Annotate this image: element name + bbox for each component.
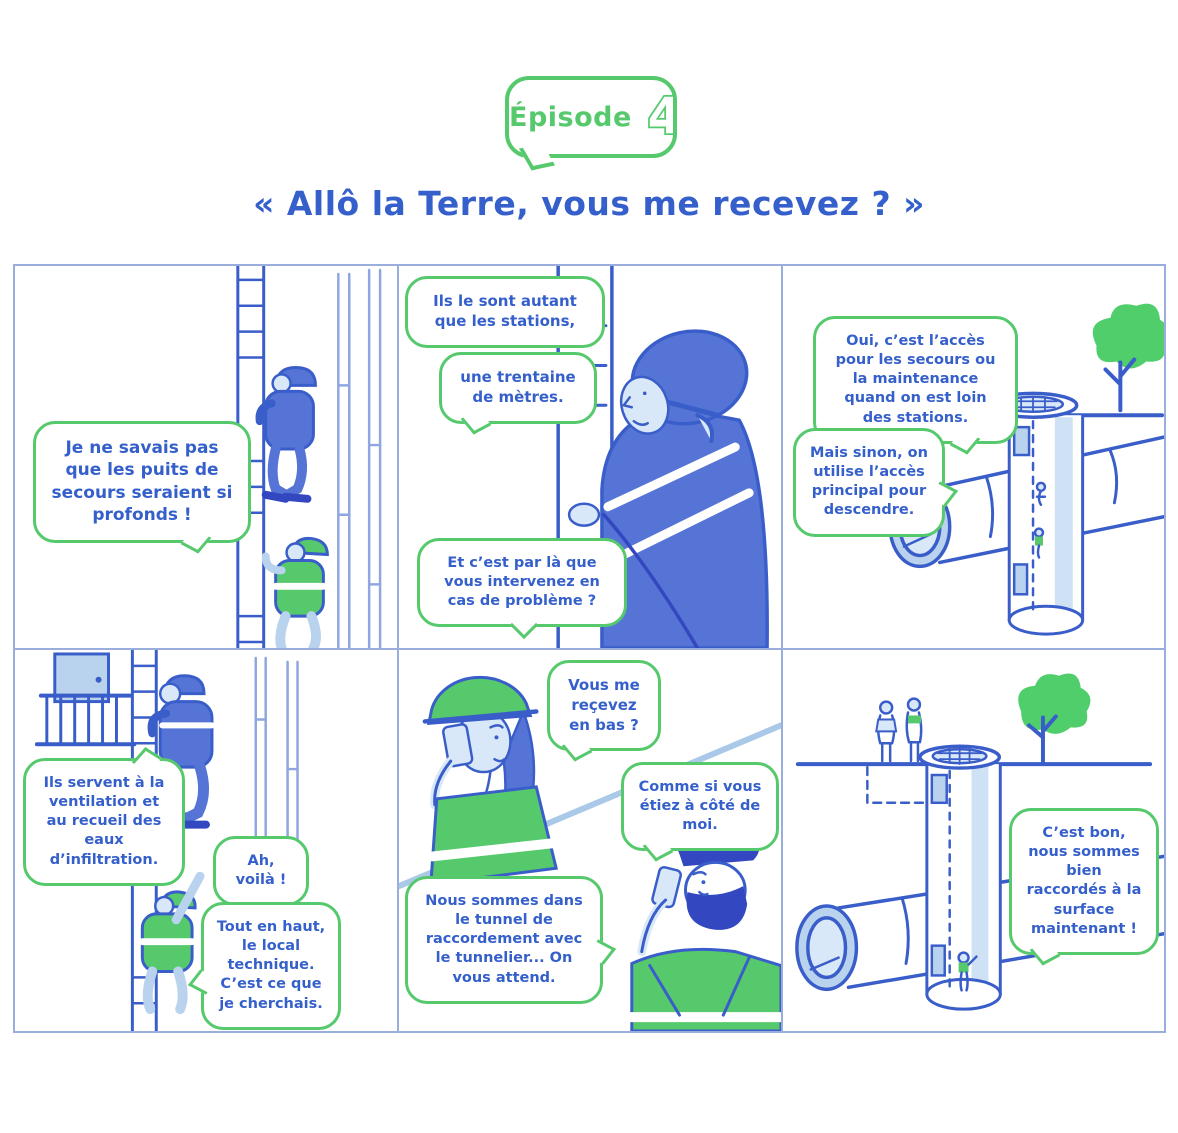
comic-grid: Je ne savais pas que les puits de secour… <box>13 264 1166 1033</box>
panel6-illustration <box>795 673 1164 1011</box>
page-title: « Allô la Terre, vous me recevez ? » <box>253 184 925 223</box>
comic-panel-3: Oui, c’est l’accès pour les secours ou l… <box>783 266 1164 650</box>
speech-bubble: Et c’est par là que vous intervenez en c… <box>417 538 627 628</box>
comic-panel-5: Vous me reçevez en bas ? Comme si vous é… <box>399 650 783 1031</box>
comic-panel-2: Ils le sont autant que les stations, une… <box>399 266 783 650</box>
panel1-illustration <box>236 266 382 648</box>
comic-panel-4: Ils servent à la ventilation et au recue… <box>15 650 399 1031</box>
speech-bubble: une trentaine de mètres. <box>439 352 597 424</box>
speech-bubble: C’est bon, nous sommes bien raccordés à … <box>1009 808 1159 955</box>
speech-bubble: Ils le sont autant que les stations, <box>405 276 605 348</box>
speech-bubble: Comme si vous étiez à côté de moi. <box>621 762 779 852</box>
speech-bubble: Oui, c’est l’accès pour les secours ou l… <box>813 316 1018 444</box>
speech-bubble: Mais sinon, on utilise l’accès principal… <box>793 428 945 537</box>
comic-panel-1: Je ne savais pas que les puits de secour… <box>15 266 399 650</box>
panel5-illustration <box>399 675 781 1031</box>
speech-bubble: Je ne savais pas que les puits de secour… <box>33 421 251 543</box>
episode-number-outline: 4 <box>646 86 673 147</box>
speech-bubble: Nous sommes dans le tunnel de raccordeme… <box>405 876 603 1004</box>
episode-badge: Épisode 4 <box>505 76 677 158</box>
comic-panel-6: C’est bon, nous sommes bien raccordés à … <box>783 650 1164 1031</box>
episode-number: 4 <box>647 87 673 145</box>
episode-label: Épisode <box>509 101 632 133</box>
speech-bubble: Tout en haut, le local technique. C’est … <box>201 902 341 1030</box>
speech-bubble: Vous me reçevez en bas ? <box>547 660 661 752</box>
panel2-illustration <box>556 266 769 648</box>
speech-bubble: Ils servent à la ventilation et au recue… <box>23 758 185 886</box>
speech-bubble: Ah, voilà ! <box>213 836 309 907</box>
